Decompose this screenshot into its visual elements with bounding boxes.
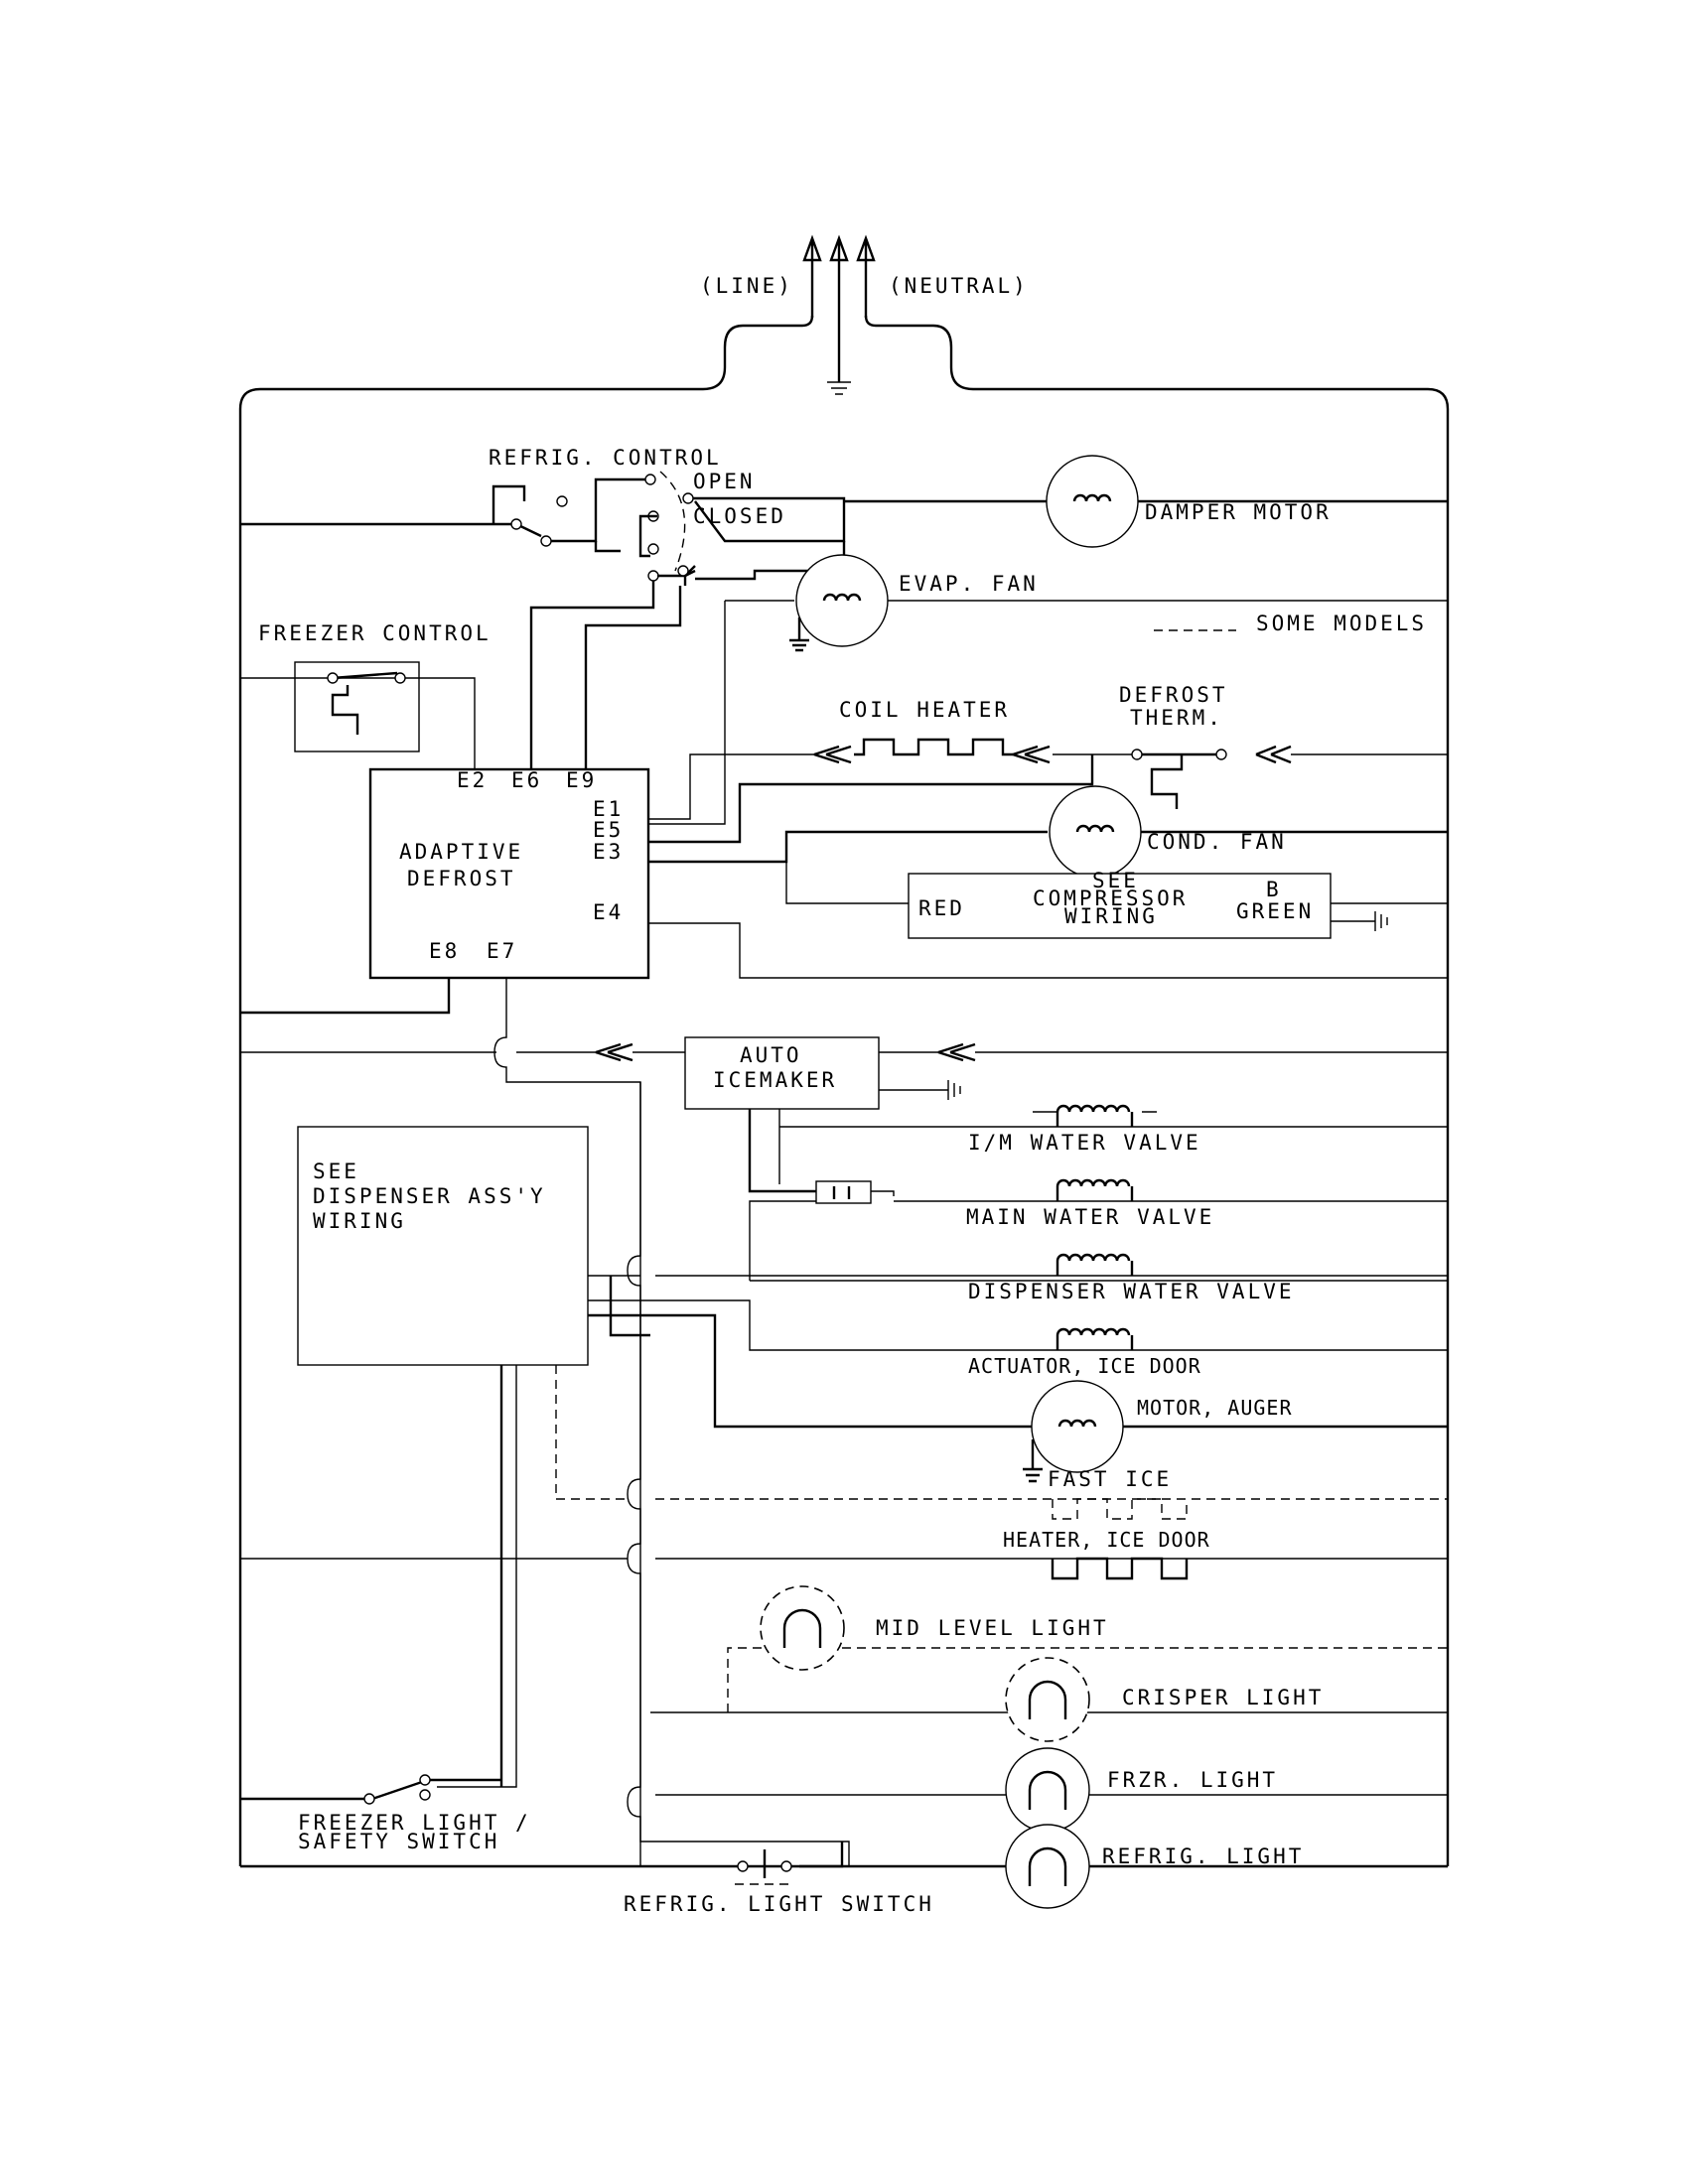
freezer-control-title: FREEZER CONTROL bbox=[258, 621, 492, 645]
e8-wire bbox=[240, 978, 451, 1015]
ground-symbol-icemaker bbox=[879, 1080, 961, 1100]
terminal-e5: E5 bbox=[593, 818, 624, 842]
im-water-valve-label: I/M WATER VALVE bbox=[968, 1131, 1201, 1155]
e6-wire bbox=[529, 581, 655, 769]
some-models-label: SOME MODELS bbox=[1256, 612, 1427, 635]
dispenser-assy-box bbox=[297, 1126, 589, 1366]
evap-fan-symbol bbox=[795, 554, 889, 647]
adaptive-defrost-box bbox=[368, 767, 650, 980]
ground-symbol-evap bbox=[789, 617, 809, 652]
dispenser-water-valve-label: DISPENSER WATER VALVE bbox=[968, 1280, 1295, 1303]
refrig-light-bulb bbox=[1005, 1824, 1090, 1909]
defrost-therm-label-2: THERM. bbox=[1130, 706, 1223, 730]
connector-plug bbox=[815, 1180, 872, 1204]
damper-motor-symbol bbox=[1046, 455, 1139, 548]
refrig-light-label: REFRIG. LIGHT bbox=[1102, 1844, 1304, 1868]
e4-wire bbox=[648, 922, 1448, 979]
compressor-label-1: SEE bbox=[1092, 869, 1139, 892]
terminal-e7: E7 bbox=[487, 939, 517, 963]
adaptive-defrost-title-2: DEFROST bbox=[407, 867, 516, 890]
damper-motor-label: DAMPER MOTOR bbox=[1145, 500, 1332, 524]
compressor-red-label: RED bbox=[918, 896, 965, 920]
compressor-box bbox=[908, 873, 1332, 939]
dispenser-label-3: WIRING bbox=[313, 1209, 406, 1233]
terminal-e3: E3 bbox=[593, 840, 624, 864]
frzr-light-label: FRZR. LIGHT bbox=[1107, 1768, 1278, 1792]
adaptive-defrost-title-1: ADAPTIVE bbox=[399, 840, 523, 864]
compressor-label-3: WIRING bbox=[1064, 904, 1158, 928]
freezer-light-switch-wire bbox=[437, 1365, 517, 1788]
refrig-control-open: OPEN bbox=[693, 470, 756, 493]
mid-level-light-bulb bbox=[760, 1585, 845, 1671]
refrig-light-switch-label: REFRIG. LIGHT SWITCH bbox=[624, 1892, 934, 1916]
icemaker-box bbox=[684, 1036, 880, 1110]
ground-symbol-supply bbox=[827, 381, 851, 395]
fast-ice-label: FAST ICE bbox=[1048, 1467, 1172, 1491]
ground-symbol-compressor bbox=[1331, 911, 1388, 931]
refrig-control-title: REFRIG. CONTROL bbox=[489, 446, 722, 470]
vertical-bus bbox=[627, 1082, 850, 1866]
refrig-light-switch bbox=[735, 1849, 794, 1885]
coil-heater-label: COIL HEATER bbox=[839, 698, 1010, 722]
auger-motor-symbol bbox=[1031, 1380, 1124, 1473]
e5-wire bbox=[648, 754, 1094, 844]
line-label: (LINE) bbox=[700, 274, 793, 298]
terminal-e4: E4 bbox=[593, 900, 624, 924]
defrost-therm-label-1: DEFROST bbox=[1119, 683, 1228, 707]
auger-wire bbox=[588, 1313, 1033, 1429]
mid-level-light-wire bbox=[727, 1647, 1448, 1712]
neutral-label: (NEUTRAL) bbox=[889, 274, 1029, 298]
crisper-light-bulb bbox=[1005, 1657, 1090, 1742]
terminal-e8: E8 bbox=[429, 939, 460, 963]
freezer-light-switch-label-2: SAFETY SWITCH bbox=[298, 1830, 499, 1853]
evap-fan-label: EVAP. FAN bbox=[899, 572, 1039, 596]
fast-ice-wire bbox=[555, 1365, 1448, 1500]
refrig-control-closed: CLOSED bbox=[693, 504, 786, 528]
compressor-label-2: COMPRESSOR bbox=[1033, 887, 1188, 910]
dispenser-label-2: DISPENSER ASS'Y bbox=[313, 1184, 546, 1208]
e9-wire bbox=[584, 586, 682, 769]
coil-heater-wire bbox=[648, 753, 814, 820]
evap-fan-wire bbox=[647, 601, 726, 825]
line-wire bbox=[238, 315, 814, 1866]
dispenser-label-1: SEE bbox=[313, 1160, 359, 1183]
cond-fan-symbol bbox=[1049, 785, 1142, 879]
supply-arrows bbox=[802, 234, 876, 382]
e3-wire bbox=[648, 830, 1048, 864]
icemaker-label-1: AUTO bbox=[740, 1043, 802, 1067]
icemaker-label-2: ICEMAKER bbox=[713, 1068, 837, 1092]
terminal-e1: E1 bbox=[593, 797, 624, 821]
crisper-light-label: CRISPER LIGHT bbox=[1122, 1686, 1324, 1709]
main-valve-wire bbox=[749, 1200, 816, 1281]
mid-level-light-label: MID LEVEL LIGHT bbox=[876, 1616, 1109, 1640]
main-water-valve-label: MAIN WATER VALVE bbox=[966, 1205, 1214, 1229]
terminal-e6: E6 bbox=[511, 768, 542, 792]
heater-ice-door-label: HEATER, ICE DOOR bbox=[1003, 1528, 1210, 1552]
actuator-wire bbox=[588, 1299, 1448, 1351]
freezer-light-switch-label-1: FREEZER LIGHT / bbox=[298, 1811, 531, 1835]
frzr-light-bulb bbox=[1005, 1747, 1090, 1833]
neutral-wire bbox=[864, 315, 1450, 1866]
cond-fan-label: COND. FAN bbox=[1147, 830, 1287, 854]
compressor-green-label: GREEN bbox=[1236, 899, 1314, 923]
terminal-e9: E9 bbox=[566, 768, 597, 792]
compressor-b-label: B bbox=[1266, 878, 1282, 901]
motor-auger-label: MOTOR, AUGER bbox=[1137, 1396, 1293, 1420]
ground-symbol-auger bbox=[1023, 1439, 1043, 1483]
terminal-e2: E2 bbox=[457, 768, 488, 792]
actuator-ice-door-label: ACTUATOR, ICE DOOR bbox=[968, 1354, 1201, 1378]
